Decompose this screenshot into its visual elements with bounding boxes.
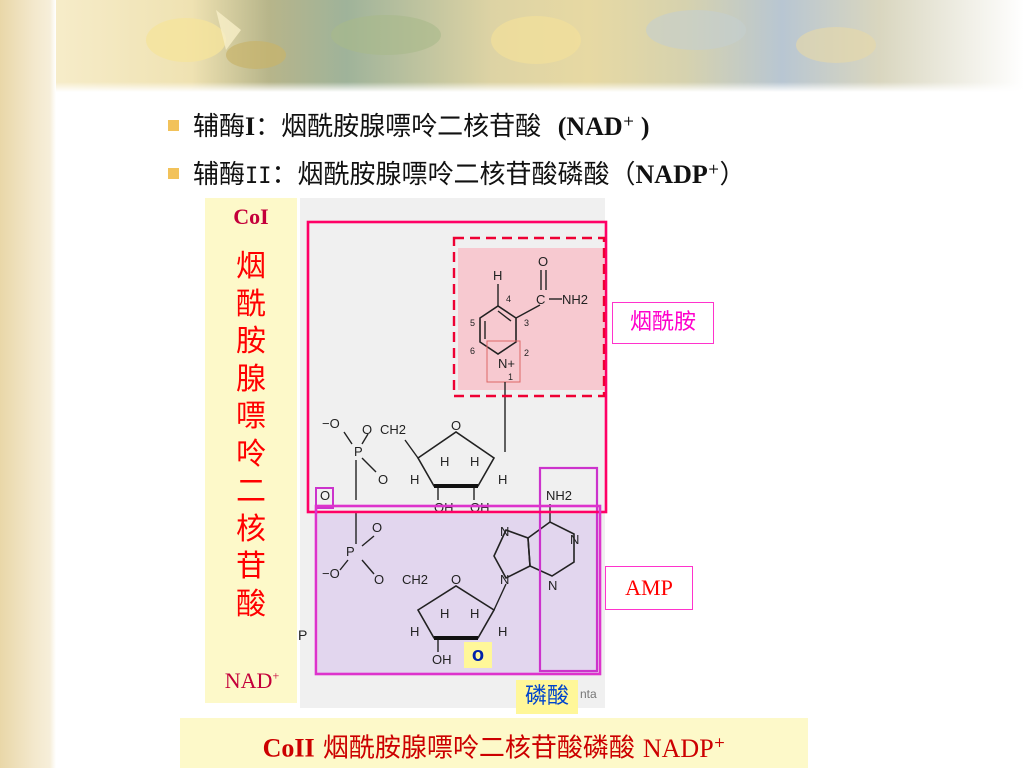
banner-leaves-image — [146, 10, 876, 69]
coii-text: 烟酰胺腺嘌呤二核苷酸磷酸 — [314, 733, 635, 764]
atom-o: O — [451, 418, 461, 433]
oxygen-badge: o — [464, 642, 492, 668]
atom-n: N — [570, 532, 579, 547]
amp-box — [314, 504, 602, 676]
bullet-mono: II — [245, 164, 272, 189]
atom-ch2: CH2 — [402, 572, 428, 587]
atom-h: H — [410, 472, 419, 487]
ring-number: 2 — [524, 348, 529, 358]
atom-n: N — [500, 524, 509, 539]
atom-o: O — [320, 488, 330, 503]
bullet-formula: NADP — [635, 160, 708, 189]
atom-h: H — [470, 606, 479, 621]
coi-char: 呤 — [236, 436, 266, 472]
coi-char: 酸 — [236, 586, 266, 622]
atom-o: O — [538, 254, 548, 269]
bullet-prefix: 辅酶 — [193, 112, 246, 142]
coi-char: 腺 — [236, 361, 266, 397]
coii-formula: NADP — [642, 733, 714, 763]
atom-n: N — [548, 578, 557, 593]
coi-char: 胺 — [236, 324, 266, 359]
atom-h: H — [410, 624, 419, 639]
ring-number: 6 — [470, 346, 475, 356]
amp-highlight — [318, 514, 597, 674]
atom-o-minus: −O — [322, 416, 340, 431]
atom-p: P — [346, 544, 355, 559]
atom-h: H — [470, 454, 479, 469]
nicotinamide-highlight — [458, 248, 604, 390]
atom-h: H — [498, 624, 507, 639]
atom-o: O — [451, 572, 461, 587]
coi-vertical-name: 烟 酰 胺 腺 嘌 呤 二 核 苷 酸 — [205, 248, 297, 623]
atom-o: O — [374, 572, 384, 587]
bullet-formula: (NAD — [557, 112, 623, 141]
atom-nh2: NH2 — [546, 488, 572, 503]
ring-number: 1 — [508, 372, 513, 382]
bullet-formula-sup: + — [707, 161, 720, 178]
bullet-coenzyme-i: 辅酶I：烟酰胺腺嘌呤二核苷酸 (NAD+ ) — [168, 106, 650, 143]
atom-o: O — [362, 422, 372, 437]
bullet-prefix: 辅酶 — [193, 160, 246, 190]
coii-bold: CoII — [262, 733, 315, 763]
coi-char: 二 — [236, 474, 266, 509]
coi-title: CoI — [233, 204, 269, 229]
n-plus-highlight — [486, 340, 521, 383]
atom-h: H — [440, 454, 449, 469]
phosphate-label: 磷酸 — [516, 680, 578, 714]
atom-o: O — [378, 472, 388, 487]
ring-number: 4 — [506, 294, 511, 304]
ring-number: 5 — [470, 318, 475, 328]
nad-label: NAD+ — [212, 668, 292, 694]
atom-h: H — [493, 268, 502, 283]
bridge-oxygen-box — [315, 487, 334, 509]
imidazole-ring — [493, 528, 531, 580]
atom-o: O — [372, 520, 382, 535]
coi-char: 核 — [236, 511, 266, 547]
ribose-ring-upper — [416, 431, 496, 487]
atom-h: H — [498, 472, 507, 487]
coi-char: 烟 — [236, 249, 266, 284]
coi-char: 苷 — [236, 549, 266, 584]
top-decorative-banner — [56, 0, 1024, 92]
nad-sup: + — [272, 668, 280, 683]
bullet-close: ) — [634, 112, 650, 141]
bullet-coenzyme-ii: 辅酶II：烟酰胺腺嘌呤二核苷酸磷酸（NADP+） — [168, 154, 746, 191]
nad-text: NAD — [224, 668, 273, 693]
bullet-text: ：烟酰胺腺嘌呤二核苷酸磷酸（ — [271, 160, 636, 190]
bullet-text: ：烟酰胺腺嘌呤二核苷酸 — [255, 112, 542, 142]
atom-n: N — [500, 572, 509, 587]
coi-char: 酰 — [236, 286, 266, 322]
nmn-box — [306, 220, 608, 514]
atom-oh: OH — [432, 652, 452, 667]
amp-label: AMP — [605, 566, 693, 610]
left-decorative-panel — [0, 0, 56, 768]
atom-ch2: CH2 — [380, 422, 406, 437]
nicotinamide-label: 烟酰胺 — [612, 302, 714, 344]
coi-char: 嘌 — [236, 399, 266, 434]
atom-p: P — [354, 444, 363, 459]
ring-number: 3 — [524, 318, 529, 328]
bullet-formula-sup: + — [622, 113, 635, 130]
atom-nh2: NH2 — [562, 292, 588, 307]
atom-o-minus: −O — [322, 566, 340, 581]
cut-text-right: nta — [580, 687, 597, 701]
atom-n-plus: N+ — [498, 356, 515, 371]
atom-c: C — [536, 292, 545, 307]
adenine-box — [538, 466, 599, 673]
ribose-ring-lower — [416, 585, 496, 639]
bullet-marker — [168, 120, 179, 131]
coi-box: CoI 烟 酰 胺 腺 嘌 呤 二 核 苷 酸 — [205, 198, 297, 703]
bullet-bold: I — [245, 112, 256, 141]
nicotinamide-dashed-box — [452, 236, 606, 398]
atom-h: H — [440, 606, 449, 621]
bullet-marker — [168, 168, 179, 179]
coii-formula-sup: + — [713, 735, 726, 751]
bullet-close: ） — [719, 160, 746, 190]
cut-text-p: P — [298, 627, 307, 643]
